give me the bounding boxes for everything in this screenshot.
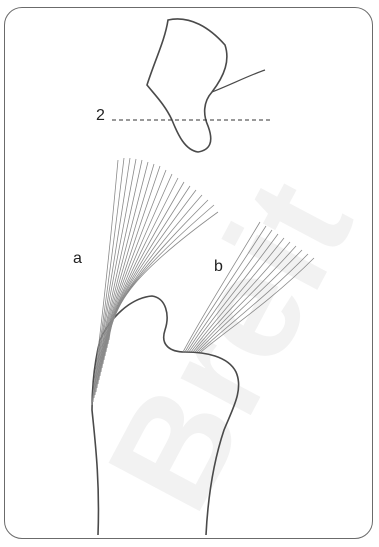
tendon-a-fibers <box>92 158 218 405</box>
label-a: a <box>73 250 82 268</box>
tendon-b-fibers <box>183 222 314 352</box>
upper-bone-outline <box>147 19 227 152</box>
label-line-2: 2 <box>96 107 105 125</box>
label-b: b <box>214 258 223 276</box>
